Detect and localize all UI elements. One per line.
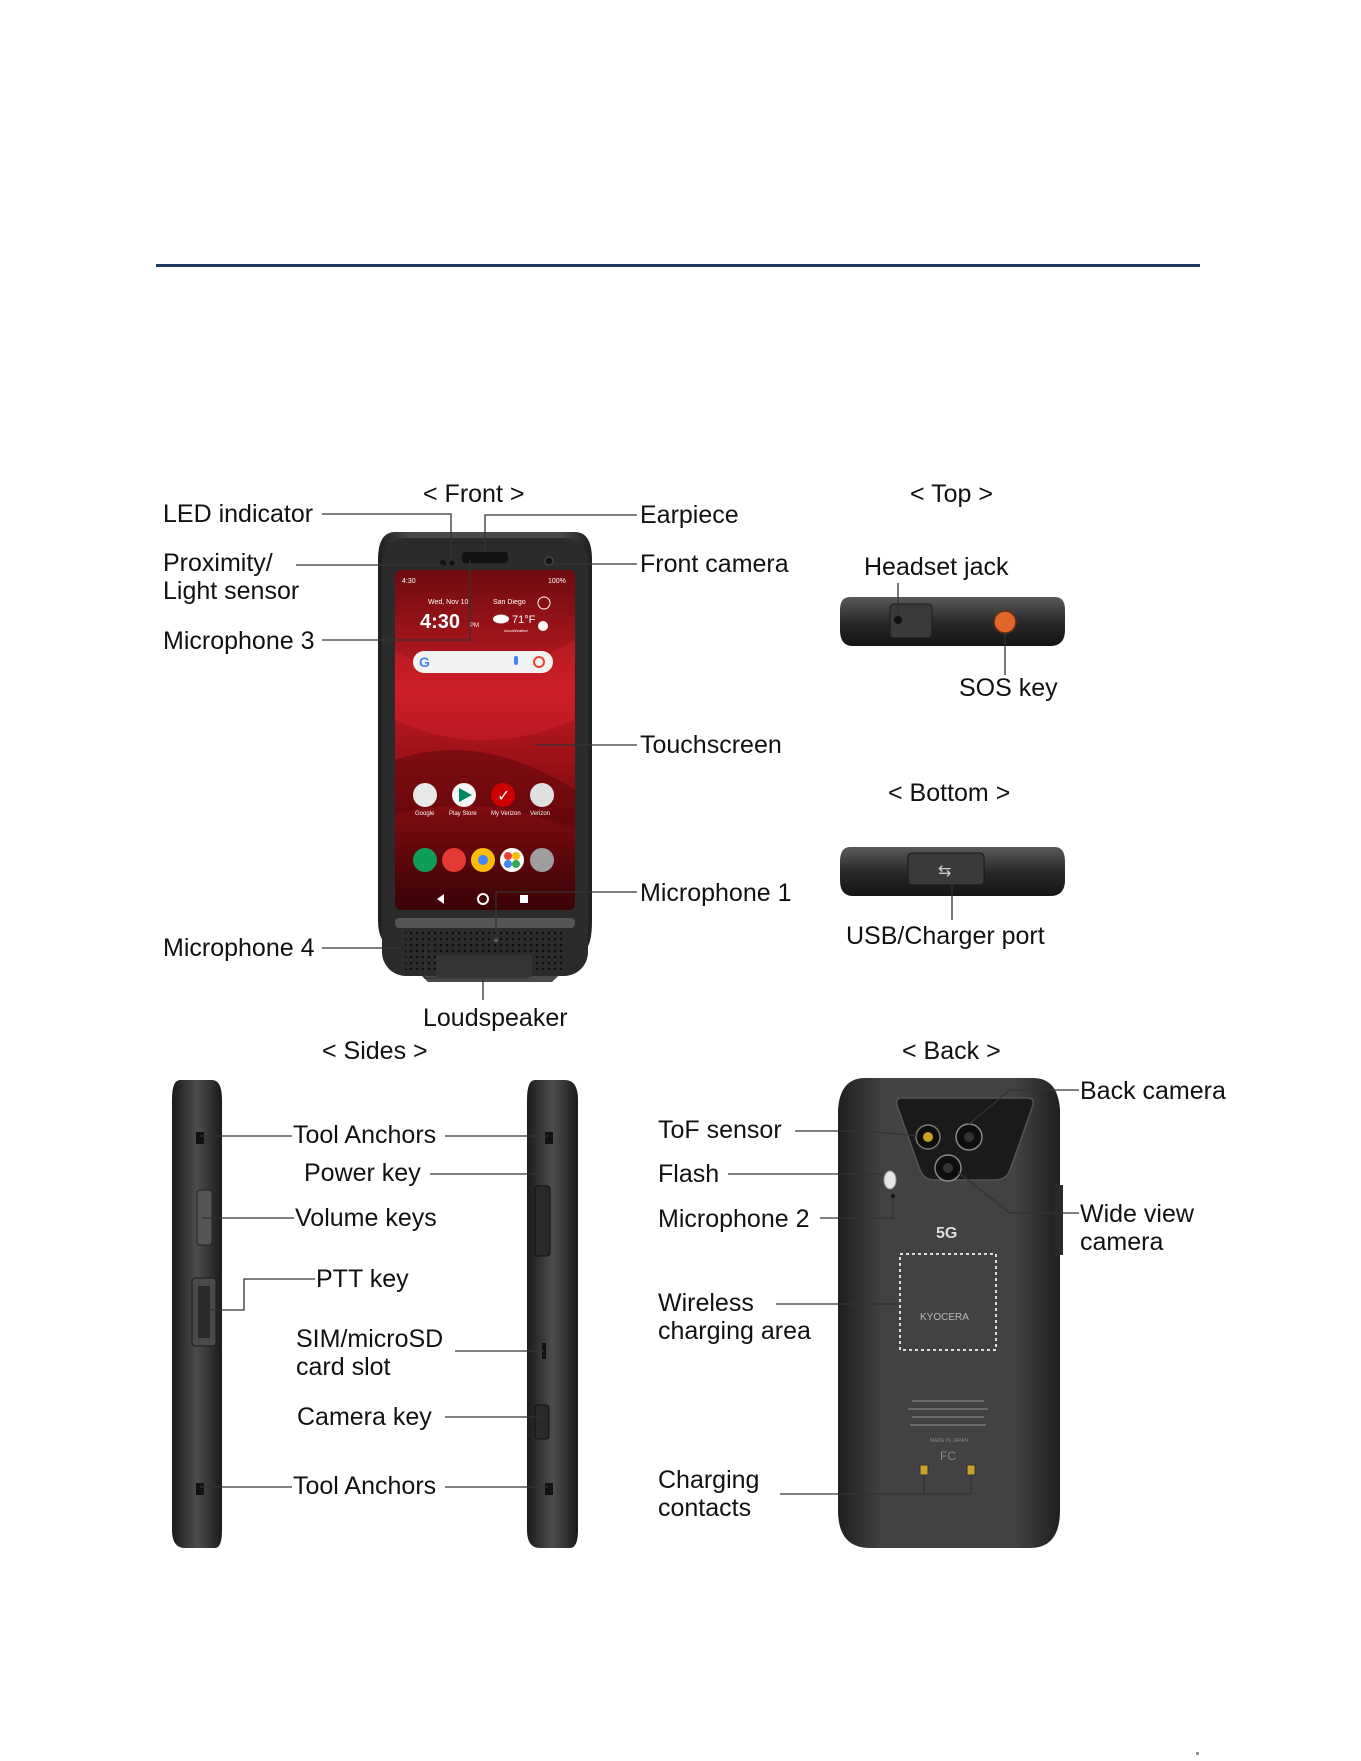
app-label-verizon: Verizon [530, 811, 550, 817]
label-proximity-line1: Proximity/ [163, 549, 273, 577]
label-microphone-1: Microphone 1 [640, 879, 792, 907]
label-tool-anchors-bottom: Tool Anchors [293, 1472, 437, 1500]
screen-clock: 4:30 [420, 611, 460, 633]
front-leader-lines [296, 513, 637, 1000]
label-tof-sensor: ToF sensor [658, 1116, 782, 1144]
label-microphone-2: Microphone 2 [658, 1205, 810, 1233]
flash-led [883, 1170, 897, 1190]
mic-icon [514, 656, 518, 665]
label-proximity-line2: Light sensor [163, 577, 300, 605]
label-sim-microsd-slot: SIM/microSD card slot [296, 1325, 536, 1381]
label-ptt-key: PTT key [316, 1265, 409, 1293]
status-battery: 100% [548, 578, 566, 585]
app-label-my-verizon: My Verizon [491, 811, 521, 817]
weather-cloud-icon [493, 614, 509, 624]
proximity-sensor-dot [449, 560, 455, 566]
screen-content: 4:30 100% Wed, Nov 10 4:30 PM San Diego … [402, 578, 566, 905]
label-microphone-3: Microphone 3 [163, 627, 315, 655]
camera-app-icon [530, 848, 554, 872]
sos-key-button [993, 610, 1017, 634]
phone-app-icon [413, 848, 437, 872]
label-wireless-line2: charging area [658, 1317, 811, 1345]
label-headset-jack: Headset jack [864, 553, 1009, 581]
status-time: 4:30 [402, 578, 416, 585]
photos-icon [500, 848, 524, 872]
google-g-icon: G [419, 654, 430, 670]
label-microphone-4: Microphone 4 [163, 934, 315, 962]
label-loudspeaker: Loudspeaker [423, 1004, 568, 1032]
label-usb-charger-port: USB/Charger port [846, 922, 1045, 950]
view-title-top: < Top > [910, 480, 993, 508]
label-wireless-charging-area: Wireless charging area [658, 1289, 898, 1345]
label-charging-line1: Charging [658, 1466, 760, 1494]
label-back-camera: Back camera [1080, 1077, 1226, 1105]
recents-nav-icon [520, 895, 528, 903]
label-earpiece: Earpiece [640, 501, 739, 529]
screen-date: Wed, Nov 10 [428, 599, 468, 606]
label-camera-key: Camera key [297, 1403, 432, 1431]
5g-badge: 5G [936, 1225, 957, 1242]
screen-city: San Diego [493, 599, 526, 606]
google-search-bar [413, 651, 553, 673]
label-wireless-line1: Wireless [658, 1289, 754, 1317]
earpiece-grille [462, 552, 508, 563]
right-side-phone [527, 1080, 578, 1548]
bottom-view-phone: ⇆ [840, 847, 1065, 896]
left-side-phone [172, 1080, 222, 1548]
label-flash: Flash [658, 1160, 720, 1188]
made-in-print: MADE IN JAPAN [930, 1438, 968, 1444]
label-power-key: Power key [304, 1159, 421, 1187]
label-touchscreen: Touchscreen [640, 731, 782, 759]
top-leader-lines [897, 583, 1006, 675]
charging-contact-right [966, 1464, 976, 1476]
headset-jack-hole [894, 616, 902, 624]
fcc-mark: FC [940, 1449, 956, 1463]
screen-ampm: PM [470, 623, 479, 629]
wireless-charging-area [899, 1253, 997, 1351]
label-sim-line2: card slot [296, 1353, 391, 1381]
app-label-play-store: Play Store [449, 811, 477, 817]
label-wide-line2: camera [1080, 1228, 1164, 1256]
label-sim-line1: SIM/microSD [296, 1325, 444, 1353]
brand-logo: KYOCERA [920, 1312, 969, 1323]
page-corner-mark [1196, 1752, 1199, 1755]
home-nav-icon [477, 893, 489, 905]
microphone2-hole [891, 1194, 895, 1198]
label-charging-contacts: Charging contacts [658, 1466, 898, 1522]
front-camera-lens [544, 556, 554, 566]
view-title-front: < Front > [423, 480, 525, 508]
usb-icon: ⇆ [938, 863, 951, 880]
header-divider-rule [156, 264, 1200, 267]
charging-contact-left [919, 1464, 929, 1476]
back-nav-icon [437, 894, 444, 904]
svg-text:✓: ✓ [497, 788, 510, 805]
view-title-back: < Back > [902, 1037, 1001, 1065]
label-tool-anchors-top: Tool Anchors [293, 1121, 437, 1149]
label-sos-key: SOS key [959, 674, 1058, 702]
lens-icon [533, 656, 545, 668]
back-leader-lines [728, 1089, 1079, 1495]
label-volume-keys: Volume keys [295, 1204, 437, 1232]
side-leader-lines [200, 1135, 548, 1488]
top-view-phone [840, 597, 1065, 646]
weather-source: AccuWeather [504, 628, 529, 633]
label-front-camera: Front camera [640, 550, 789, 578]
label-wide-view-camera: Wide view camera [1080, 1200, 1260, 1256]
view-title-bottom: < Bottom > [888, 779, 1011, 807]
view-title-sides: < Sides > [322, 1037, 428, 1065]
screen-temperature: 71°F [512, 614, 536, 626]
label-charging-line2: contacts [658, 1494, 752, 1522]
label-led-indicator: LED indicator [163, 500, 314, 528]
front-phone [378, 532, 592, 982]
app-label-google: Google [415, 811, 435, 817]
back-phone: 5G KYOCERA MADE IN JAPAN FC [838, 1078, 1063, 1548]
label-proximity-light-sensor: Proximity/ Light sensor [163, 549, 403, 605]
label-wide-line1: Wide view [1080, 1200, 1194, 1228]
